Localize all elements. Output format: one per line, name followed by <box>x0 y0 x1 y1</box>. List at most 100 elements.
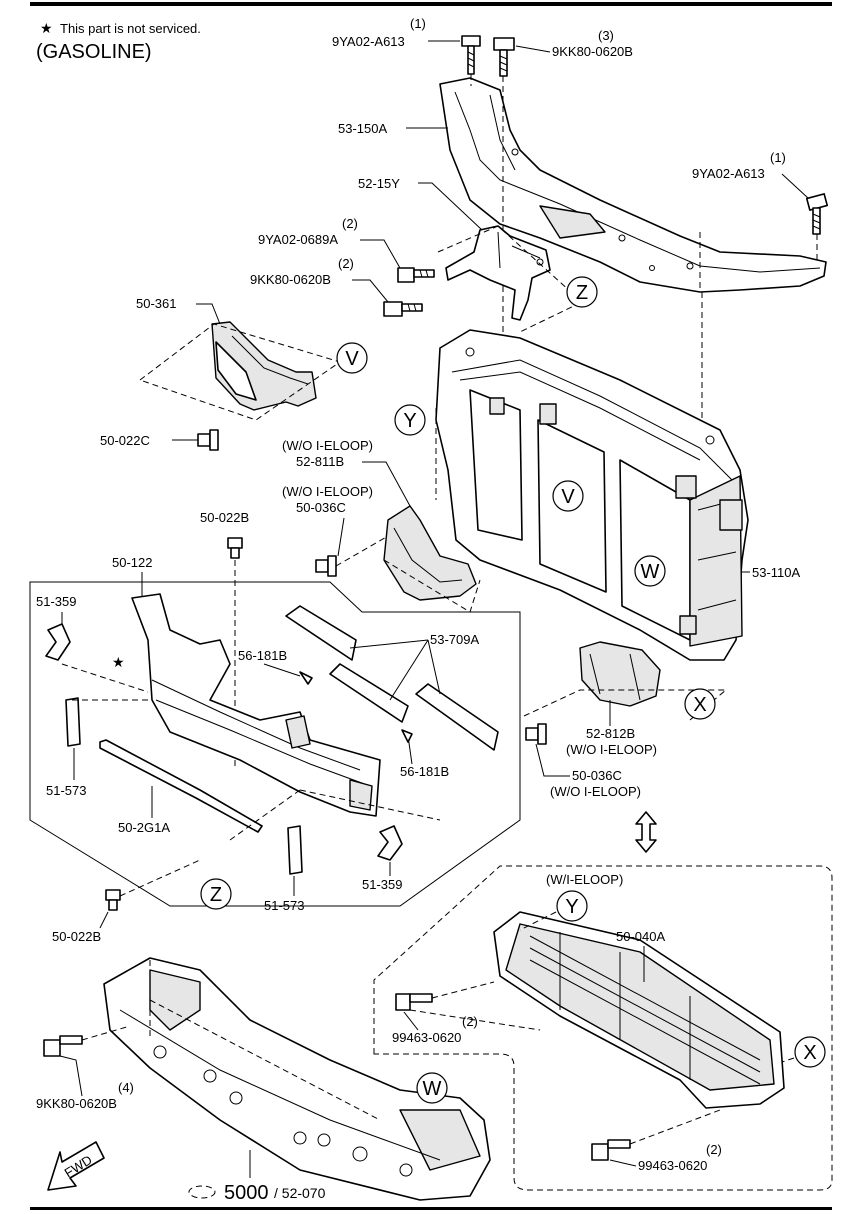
bracket-51-359-left[interactable] <box>45 623 71 661</box>
label-9ya02-a613-top: 9YA02-A613 <box>332 34 405 49</box>
air-guide-52-811b[interactable] <box>383 505 477 601</box>
label-50-036c-lower: 50-036C <box>572 768 622 783</box>
callout-z-lower <box>200 878 232 910</box>
callout-x-lower-text: X <box>803 1042 816 1064</box>
label-50-036c-lower-note: (W/O I-ELOOP) <box>550 784 641 799</box>
bolt-9kk80-0620b-top[interactable] <box>493 37 515 77</box>
label-9kk80-0620b-low: 9KK80-0620B <box>36 1096 117 1111</box>
label-52-811b: 52-811B <box>296 454 344 469</box>
label-9ya02-a613-right: 9YA02-A613 <box>692 166 765 181</box>
label-53-110a: 53-110A <box>752 565 801 580</box>
label-50-022b-upper: 50-022B <box>200 510 249 525</box>
callout-v-center <box>552 480 584 512</box>
callout-x-upper <box>684 688 716 720</box>
callout-w-center <box>634 555 666 587</box>
clip-50-022c[interactable] <box>197 429 219 451</box>
star-icon: ★ <box>40 20 53 36</box>
label-50-2g1a: 50-2G1A <box>118 820 170 835</box>
bumper-reinforcement-5000[interactable] <box>103 957 491 1201</box>
air-guide-52-812b[interactable] <box>579 641 661 707</box>
callout-v-left-text: V <box>345 348 359 370</box>
star-marker: ★ <box>112 654 125 670</box>
callout-w-lower-text: W <box>423 1078 442 1100</box>
label-56-181b-lower: 56-181B <box>400 764 449 779</box>
label-50-036c-upper-note: (W/O I-ELOOP) <box>282 484 373 499</box>
label-99463-0620-left-qty: (2) <box>462 1014 478 1029</box>
label-bumper-ref-sub: / 52-070 <box>274 1185 326 1201</box>
bracket-52-15y[interactable] <box>445 225 551 321</box>
label-9ya02-a613-top-qty: (1) <box>410 16 426 31</box>
callout-x-lower <box>794 1036 826 1068</box>
callout-v-center-text: V <box>561 486 575 508</box>
label-50-022c: 50-022C <box>100 433 150 448</box>
ieloop-group-outline <box>373 865 833 1191</box>
shutter-50-040a[interactable] <box>493 911 785 1109</box>
callout-z-upper <box>566 276 598 308</box>
label-52-15y: 52-15Y <box>358 176 400 191</box>
label-9kk80-0620b-mid-qty: (2) <box>338 256 354 271</box>
callout-z-lower-text: Z <box>210 884 222 906</box>
callout-z-upper-text: Z <box>576 282 588 304</box>
label-51-573-right: 51-573 <box>264 898 304 913</box>
callout-y-upper <box>394 404 426 436</box>
label-9kk80-0620b-top-qty: (3) <box>598 28 614 43</box>
label-9kk80-0620b-top: 9KK80-0620B <box>552 44 633 59</box>
bolt-9kk80-0620b-mid[interactable] <box>383 301 423 317</box>
engine-label: (GASOLINE) <box>36 41 152 63</box>
radiator-core-support-53-110a[interactable] <box>435 329 749 661</box>
label-99463-0620-right: 99463-0620 <box>638 1158 707 1173</box>
callout-v-left <box>336 342 368 374</box>
label-bumper-ref-main: 5000 <box>224 1182 269 1204</box>
callout-x-upper-text: X <box>693 694 706 716</box>
label-56-181b-upper: 56-181B <box>238 648 287 663</box>
label-50-022b-lower: 50-022B <box>52 929 101 944</box>
strip-50-2g1a[interactable] <box>99 739 263 833</box>
bolt-99463-0620-left[interactable] <box>395 993 433 1011</box>
upper-shroud-53-150a[interactable] <box>439 77 827 293</box>
bolt-9ya02-0689a[interactable] <box>397 267 435 283</box>
bumper-ref-icon <box>188 1185 216 1199</box>
reinforcement-50-122[interactable] <box>131 593 381 817</box>
label-99463-0620-left: 99463-0620 <box>392 1030 461 1045</box>
label-51-359-left: 51-359 <box>36 594 76 609</box>
label-52-812b-note: (W/O I-ELOOP) <box>566 742 657 757</box>
bolt-99463-0620-right[interactable] <box>591 1139 631 1161</box>
label-51-359-right: 51-359 <box>362 877 402 892</box>
clip-50-022b-upper[interactable] <box>227 537 243 559</box>
fwd-arrow-icon <box>47 1141 105 1191</box>
pad-51-573-left[interactable] <box>65 697 81 747</box>
label-9ya02-0689a: 9YA02-0689A <box>258 232 338 247</box>
alternative-arrow <box>635 811 657 853</box>
callout-y-lower-text: Y <box>565 896 578 918</box>
callout-y-upper-text: Y <box>403 410 416 432</box>
label-9kk80-0620b-mid: 9KK80-0620B <box>250 272 331 287</box>
label-50-036c-upper: 50-036C <box>296 500 346 515</box>
label-9ya02-a613-right-qty: (1) <box>770 150 786 165</box>
clip-50-036c-lower[interactable] <box>525 723 547 745</box>
clip-50-036c-upper[interactable] <box>315 555 337 577</box>
air-guide-50-361[interactable] <box>211 321 317 411</box>
label-50-040a: 50-040A <box>616 929 665 944</box>
label-51-573-left: 51-573 <box>46 783 86 798</box>
clip-56-181b-lower[interactable] <box>401 729 413 743</box>
label-99463-0620-right-qty: (2) <box>706 1142 722 1157</box>
absorber-53-709a[interactable] <box>285 605 499 751</box>
bottom-rule <box>30 1207 832 1210</box>
bolt-9kk80-0620b-low[interactable] <box>43 1035 83 1057</box>
reinforcement-group-outline <box>29 581 521 907</box>
label-50-122: 50-122 <box>112 555 152 570</box>
clip-50-022b-lower[interactable] <box>105 889 121 911</box>
bolt-9ya02-a613-right[interactable] <box>805 193 829 235</box>
label-53-150a: 53-150A <box>338 121 387 136</box>
label-53-709a: 53-709A <box>430 632 479 647</box>
bolt-9ya02-a613-top[interactable] <box>461 35 481 75</box>
pad-51-573-right[interactable] <box>287 825 303 875</box>
callout-w-lower <box>416 1072 448 1104</box>
callout-y-lower <box>556 890 588 922</box>
label-w-ieloop: (W/I-ELOOP) <box>546 872 623 887</box>
clip-56-181b-upper[interactable] <box>299 671 313 685</box>
bracket-51-359-right[interactable] <box>377 825 403 861</box>
not-serviced-note: This part is not serviced. <box>60 21 201 36</box>
